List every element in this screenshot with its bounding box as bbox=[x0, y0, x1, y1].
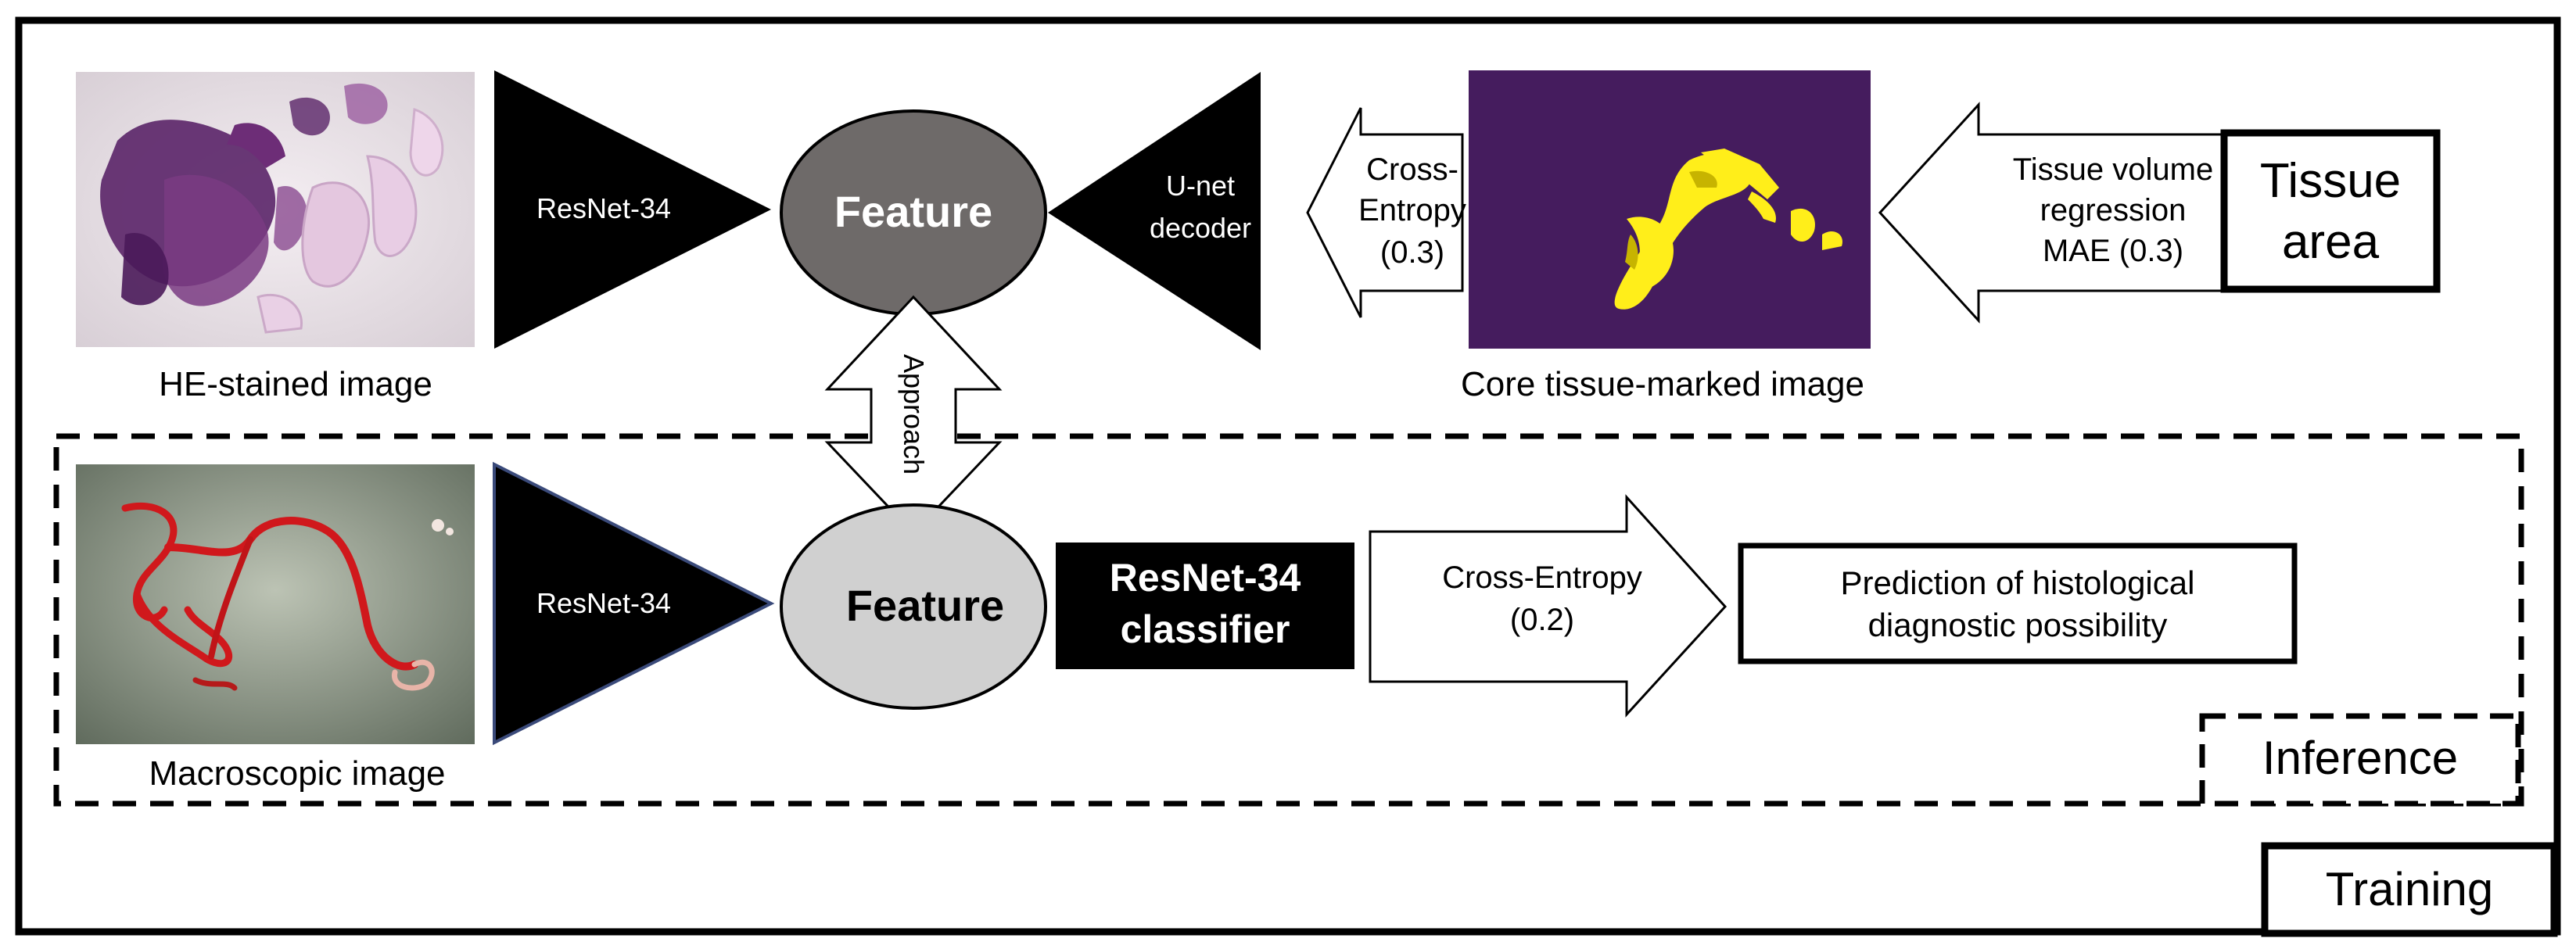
training-frame bbox=[15, 16, 2561, 936]
ce-bottom-line1: Cross-Entropy bbox=[1442, 560, 1642, 595]
decoder-triangle bbox=[1048, 72, 1261, 350]
regression-line3: MAE (0.3) bbox=[2043, 234, 2183, 268]
ce-bottom-arrow bbox=[1369, 494, 1727, 718]
encoder-bottom-label: ResNet-34 bbox=[536, 587, 671, 619]
tissue-area-line1: Tissue bbox=[2260, 154, 2401, 208]
prediction-line2: diagnostic possibility bbox=[1868, 607, 2168, 643]
prediction-line1: Prediction of histological bbox=[1841, 564, 2195, 601]
macro-caption: Macroscopic image bbox=[149, 754, 445, 793]
he-stained-image bbox=[76, 72, 475, 347]
inference-label-box bbox=[2199, 713, 2521, 807]
encoder-top-triangle bbox=[494, 70, 771, 349]
prediction-box bbox=[1738, 543, 2298, 664]
approach-label: Approach bbox=[898, 354, 930, 474]
ce-bottom-line2: (0.2) bbox=[1510, 603, 1574, 637]
ce-top-arrow bbox=[1306, 107, 1464, 318]
inference-frame bbox=[53, 433, 2524, 807]
encoder-bottom-triangle bbox=[493, 461, 775, 746]
tissue-area-line2: area bbox=[2282, 215, 2380, 269]
classifier-line1: ResNet-34 bbox=[1110, 556, 1301, 600]
feature-top-label: Feature bbox=[834, 187, 992, 236]
mask-caption: Core tissue-marked image bbox=[1461, 365, 1864, 403]
tissue-area-box bbox=[2220, 129, 2441, 293]
ce-top-line3: (0.3) bbox=[1380, 235, 1444, 270]
decoder-label-line1: U-net bbox=[1166, 170, 1235, 202]
macroscopic-image bbox=[76, 464, 475, 744]
training-label-box bbox=[2261, 842, 2558, 937]
regression-line1: Tissue volume bbox=[2013, 152, 2213, 187]
tissue-mask-image bbox=[1469, 70, 1871, 349]
classifier-line2: classifier bbox=[1121, 607, 1290, 651]
decoder-label-line2: decoder bbox=[1150, 212, 1251, 244]
regression-arrow bbox=[1878, 102, 2229, 324]
feature-bottom-label: Feature bbox=[846, 581, 1004, 630]
feature-bottom-node bbox=[780, 503, 1047, 710]
encoder-top-label: ResNet-34 bbox=[536, 192, 671, 224]
he-caption: HE-stained image bbox=[159, 365, 432, 403]
training-label: Training bbox=[2326, 863, 2494, 915]
ce-top-line2: Entropy bbox=[1358, 193, 1466, 227]
classifier-box bbox=[1056, 543, 1354, 669]
inference-label: Inference bbox=[2262, 732, 2458, 784]
ce-top-line1: Cross- bbox=[1366, 152, 1458, 187]
regression-line2: regression bbox=[2040, 193, 2187, 227]
